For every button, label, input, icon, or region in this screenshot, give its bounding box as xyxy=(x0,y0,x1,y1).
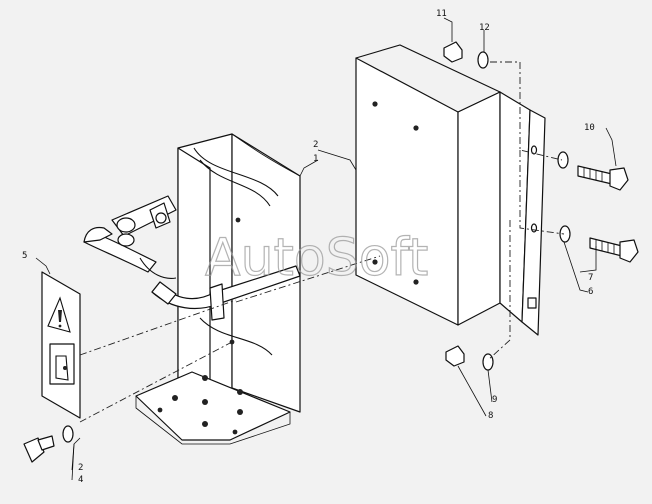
callout-5: 5 xyxy=(22,251,27,261)
callout-1: 1 xyxy=(313,154,318,164)
extinguisher-holder-body xyxy=(135,133,301,445)
assembly-centerlines xyxy=(79,61,565,423)
callout-7: 7 xyxy=(588,273,593,283)
bolt-10 xyxy=(557,151,629,191)
callout-12: 12 xyxy=(479,23,490,33)
bolt-4 xyxy=(23,425,74,463)
callout-labels: 2 1 5 2 4 11 12 10 7 6 9 8 xyxy=(22,9,595,485)
callout-6: 6 xyxy=(588,287,593,297)
callout-leaders xyxy=(35,17,617,481)
warning-label xyxy=(41,271,81,419)
mounting-plate xyxy=(355,44,546,336)
callout-3: 2 xyxy=(78,463,83,473)
callout-2-plate: 2 xyxy=(313,140,318,150)
callout-10: 10 xyxy=(584,123,595,133)
callout-11: 11 xyxy=(436,9,447,19)
clamp-strap xyxy=(151,265,301,321)
callout-4: 4 xyxy=(78,475,83,485)
callout-8: 8 xyxy=(488,411,493,421)
watermark-text: AutoSoft xyxy=(205,228,428,288)
latch-lever xyxy=(83,195,177,279)
nut-11 xyxy=(443,41,489,69)
nut-9 xyxy=(445,345,494,371)
callout-9: 9 xyxy=(492,395,497,405)
bolt-7 xyxy=(559,225,639,263)
